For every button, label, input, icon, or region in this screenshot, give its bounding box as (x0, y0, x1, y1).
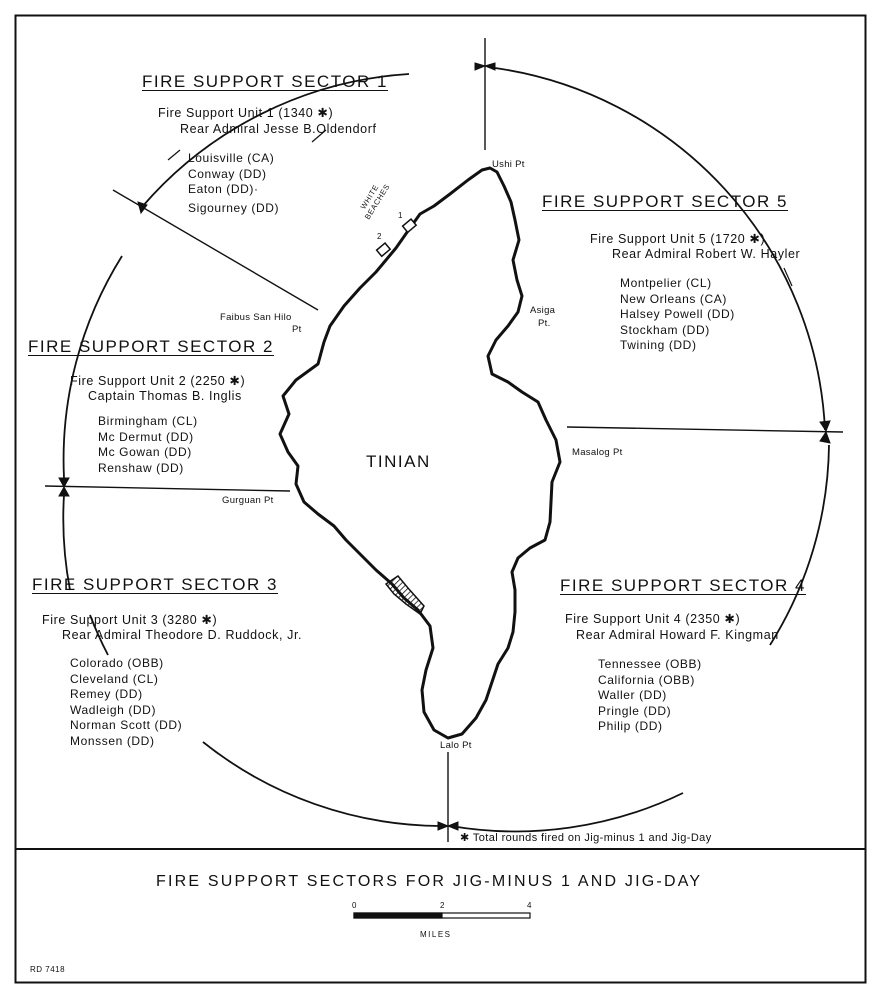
label-asiga-pt-line1: Asiga (530, 305, 556, 316)
ship: Norman Scott (DD) (70, 718, 183, 733)
ship: New Orleans (CA) (620, 291, 727, 306)
ship: Halsey Powell (DD) (620, 307, 735, 322)
label-masalog-pt: Masalog Pt (572, 447, 623, 458)
sector-5-commander: Rear Admiral Robert W. Hayler (612, 247, 801, 261)
leader-lines (167, 129, 793, 287)
ship: Remey (DD) (70, 687, 143, 702)
sector-1-title: FIRE SUPPORT SECTOR 1 (142, 72, 388, 91)
ship: Montpelier (CL) (620, 276, 712, 290)
sector-5-ships: Montpelier (CL) New Orleans (CA) Halsey … (620, 276, 735, 354)
label-gurguan-pt: Gurguan Pt (222, 495, 274, 506)
label-faibus-san-hilo-line2: Pt (292, 324, 302, 335)
ship: California (OBB) (598, 672, 695, 687)
tinian-island-outline (278, 166, 562, 740)
ship: Louisville (CA) (188, 151, 275, 165)
sector-4-ships: Tennessee (OBB) California (OBB) Waller … (598, 657, 702, 735)
map-code: RD 7418 (30, 965, 66, 974)
ship: Monssen (DD) (70, 733, 155, 748)
beach-1-number: 1 (398, 211, 403, 220)
ship: Birmingham (CL) (98, 414, 198, 428)
scale-tick-0: 0 (352, 901, 357, 910)
sector-2-unit: Fire Support Unit 2 (2250 ✱) (70, 374, 246, 388)
sector-2-title: FIRE SUPPORT SECTOR 2 (28, 337, 274, 356)
sector-1-ships: Louisville (CA) Conway (DD) Eaton (DD)· … (188, 151, 279, 216)
sector-2-ships: Birmingham (CL) Mc Dermut (DD) Mc Gowan … (98, 414, 198, 476)
island-name: TINIAN (366, 452, 431, 471)
sector-3-title: FIRE SUPPORT SECTOR 3 (32, 575, 278, 594)
boundary-arrows (58, 62, 831, 831)
sector-4-unit: Fire Support Unit 4 (2350 ✱) (565, 612, 741, 626)
airfield-hatched-area (384, 575, 425, 616)
scale-bar (353, 912, 531, 919)
ship: Mc Gowan (DD) (98, 445, 192, 460)
ship: Colorado (OBB) (70, 656, 164, 670)
scale-unit-label: MILES (420, 930, 452, 939)
scale-tick-2: 2 (440, 901, 445, 910)
ship: Sigourney (DD) (188, 200, 280, 215)
white-beaches-markers (375, 218, 418, 258)
ship: Cleveland (CL) (70, 671, 159, 686)
sector-1-commander: Rear Admiral Jesse B.Oldendorf (180, 122, 377, 136)
ship: Stockham (DD) (620, 322, 710, 337)
ship: Mc Dermut (DD) (98, 429, 194, 444)
sector-5-unit: Fire Support Unit 5 (1720 ✱) (590, 232, 766, 246)
sector-4-title: FIRE SUPPORT SECTOR 4 (560, 576, 806, 595)
ship: Renshaw (DD) (98, 460, 184, 475)
ship: Eaton (DD)· (188, 182, 259, 197)
label-asiga-pt-line2: Pt. (538, 318, 551, 329)
scale-tick-4: 4 (527, 901, 532, 910)
ship: Pringle (DD) (598, 703, 672, 718)
sector-boundaries (44, 38, 844, 842)
ship: Wadleigh (DD) (70, 702, 157, 717)
label-lalo-pt: Lalo Pt (440, 740, 472, 751)
footnote: ✱ Total rounds fired on Jig-minus 1 and … (460, 832, 712, 844)
sector-5-title: FIRE SUPPORT SECTOR 5 (542, 192, 788, 211)
sector-1-unit: Fire Support Unit 1 (1340 ✱) (158, 106, 334, 120)
beach-2-number: 2 (377, 232, 382, 241)
ship: Waller (DD) (598, 688, 667, 703)
sector-circle (62, 67, 830, 833)
ship: Conway (DD) (188, 166, 267, 181)
map-caption: FIRE SUPPORT SECTORS FOR JIG-MINUS 1 AND… (156, 873, 703, 890)
ship: Tennessee (OBB) (598, 657, 702, 671)
sector-3-unit: Fire Support Unit 3 (3280 ✱) (42, 613, 218, 627)
ship: Twining (DD) (620, 338, 697, 353)
sector-3-ships: Colorado (OBB) Cleveland (CL) Remey (DD)… (70, 656, 182, 750)
sector-3-commander: Rear Admiral Theodore D. Ruddock, Jr. (62, 628, 303, 642)
sector-4-commander: Rear Admiral Howard F. Kingman (576, 628, 779, 642)
label-ushi-pt: Ushi Pt (492, 159, 525, 170)
label-faibus-san-hilo-line1: Faibus San Hilo (220, 312, 292, 323)
ship: Philip (DD) (598, 719, 663, 734)
map-frame (14, 14, 867, 984)
sector-2-commander: Captain Thomas B. Inglis (88, 389, 242, 403)
